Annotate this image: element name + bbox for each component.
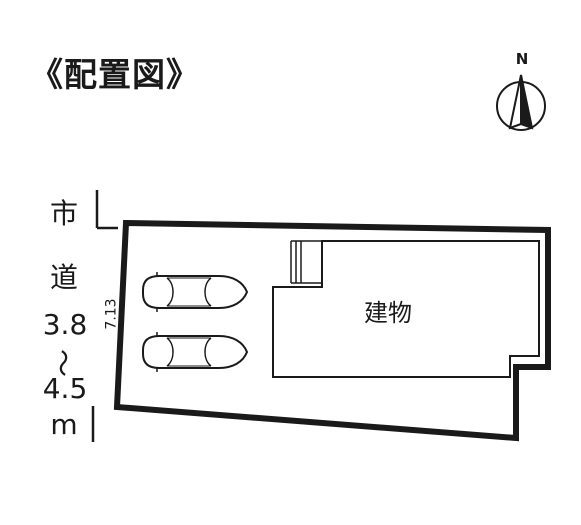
- parked-car-icon: [142, 332, 249, 372]
- entrance-steps: [290, 240, 322, 284]
- road-width-min: 3.8: [42, 308, 88, 341]
- north-arrow-icon: [496, 74, 546, 131]
- road-width-unit: m: [50, 408, 78, 441]
- building-outline: [272, 240, 540, 378]
- parked-car-icon: [142, 272, 249, 312]
- road-label-road: 道: [49, 261, 78, 294]
- lot-boundary: [113, 219, 551, 442]
- frontage-dimension: 7.13: [103, 298, 120, 330]
- diagram-title: 《配置図》: [30, 55, 200, 94]
- building-label: 建物: [364, 299, 412, 327]
- north-label: N: [515, 50, 529, 68]
- road-label-city: 市: [49, 197, 78, 230]
- road-width-max: 4.5: [42, 372, 88, 405]
